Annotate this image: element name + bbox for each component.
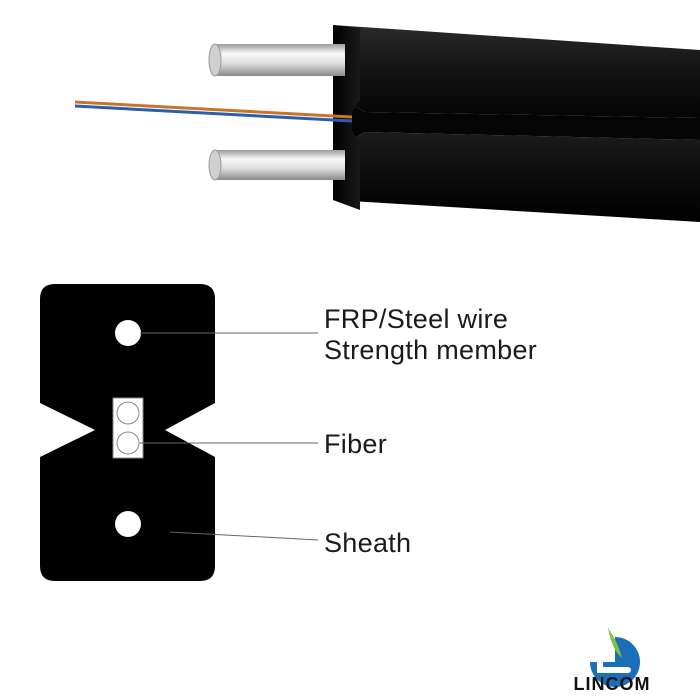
strength-member-bottom	[115, 511, 141, 537]
lincom-logo-icon	[590, 628, 640, 687]
lower-steel-wire	[208, 149, 345, 181]
cable-lower-body	[333, 132, 700, 222]
leader-line-sheath	[169, 531, 319, 541]
cross-section-diagram	[40, 284, 319, 581]
label-frp-steel-wire: FRP/Steel wire	[324, 304, 509, 334]
cable-upper-body	[333, 25, 700, 118]
label-strength-member: Strength member	[324, 335, 538, 365]
cable-illustration	[74, 25, 700, 222]
fiber-strands	[74, 100, 353, 123]
fiber-core-top	[116, 401, 140, 425]
label-sheath: Sheath	[324, 528, 412, 558]
logo-text: LINCOM	[573, 674, 651, 694]
cable-groove	[333, 95, 700, 150]
label-fiber: Fiber	[324, 429, 388, 459]
upper-steel-wire	[208, 43, 345, 77]
strength-member-top	[115, 320, 141, 346]
fiber-core-bottom	[116, 431, 140, 455]
